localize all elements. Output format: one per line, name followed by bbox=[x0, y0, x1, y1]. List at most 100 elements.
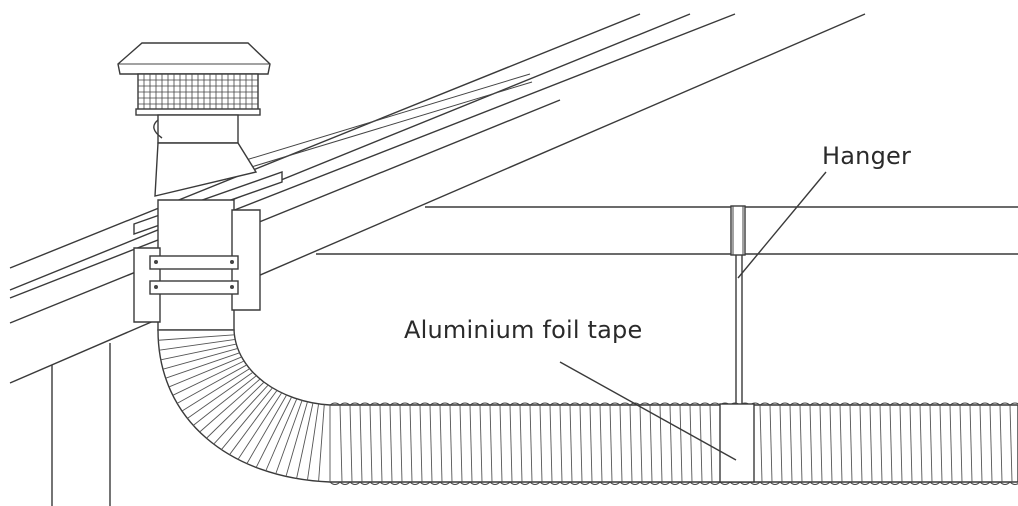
foil-tape-leader-line bbox=[559, 361, 737, 461]
corrugation-rib bbox=[779, 404, 783, 483]
corrugation-rib bbox=[859, 404, 863, 483]
corrugation-rib bbox=[979, 404, 983, 483]
foil-tape-label: Aluminium foil tape bbox=[404, 316, 643, 344]
corrugation-rib bbox=[919, 404, 923, 483]
corrugation-rib bbox=[989, 404, 993, 483]
corrugation-rib bbox=[499, 404, 503, 483]
corrugation-rib bbox=[869, 404, 873, 483]
corrugation-rib bbox=[339, 404, 343, 483]
corrugation-rib bbox=[285, 401, 308, 477]
corrugation-rib bbox=[172, 360, 245, 396]
corrugation-rib bbox=[699, 404, 703, 483]
corrugation-rib bbox=[759, 404, 763, 483]
duct bbox=[133, 199, 1018, 485]
leader-lines bbox=[559, 171, 827, 461]
corrugation-rib bbox=[213, 384, 269, 445]
corrugation-rib bbox=[296, 402, 314, 479]
corrugation-rib bbox=[539, 404, 543, 483]
corrugation-rib bbox=[649, 404, 653, 483]
corrugation-rib bbox=[162, 348, 238, 370]
corrugation-rib bbox=[168, 356, 242, 388]
corrugation-rib bbox=[829, 404, 833, 483]
hanger-label: Hanger bbox=[822, 142, 912, 170]
corrugation-rib bbox=[509, 404, 513, 483]
corrugation-rib bbox=[318, 404, 325, 482]
roof-line-4 bbox=[9, 99, 561, 324]
corrugation-rib bbox=[639, 404, 643, 483]
corrugation-rib bbox=[229, 390, 278, 455]
corrugation-rib bbox=[165, 352, 240, 379]
corrugation-rib bbox=[969, 404, 973, 483]
corrugation-rib bbox=[929, 404, 933, 483]
corrugation-rib bbox=[609, 404, 613, 483]
corrugation-rib bbox=[206, 381, 265, 439]
corrugation-rib bbox=[349, 404, 353, 483]
corrugation-rib bbox=[176, 364, 247, 404]
corrugation-rib bbox=[709, 404, 713, 483]
vent-wire bbox=[153, 119, 163, 139]
corrugation-rib bbox=[399, 404, 403, 483]
corrugation-rib bbox=[669, 404, 673, 483]
corrugation-rib bbox=[769, 404, 773, 483]
vent-cap-top bbox=[117, 42, 271, 75]
corrugation-rib bbox=[889, 404, 893, 483]
corrugation-rib bbox=[959, 404, 963, 483]
corrugation-rib bbox=[379, 404, 383, 483]
corrugation-rib bbox=[306, 403, 320, 481]
corrugation-rib bbox=[439, 404, 443, 483]
wall bbox=[51, 343, 111, 506]
corrugation-rib bbox=[789, 404, 793, 483]
corrugation-rib bbox=[679, 404, 683, 483]
corrugation-rib bbox=[809, 404, 813, 483]
corrugation-rib bbox=[246, 394, 287, 464]
corrugation-rib bbox=[237, 392, 283, 460]
corrugation-rib bbox=[459, 404, 463, 483]
corrugation-rib bbox=[479, 404, 483, 483]
corrugation-rib bbox=[275, 400, 303, 475]
corrugation-rib bbox=[449, 404, 453, 483]
duct-bottom-wave bbox=[329, 481, 1018, 485]
corrugation-rib bbox=[939, 404, 943, 483]
ceiling-joist bbox=[316, 206, 1018, 255]
corrugation-rib bbox=[839, 404, 843, 483]
corrugation-rib bbox=[359, 404, 363, 483]
mount-strap-upper bbox=[149, 255, 239, 270]
corrugation-rib bbox=[221, 387, 273, 450]
foil-tape-band bbox=[719, 403, 755, 483]
roof-line-3 bbox=[9, 13, 736, 299]
corrugation-rib bbox=[519, 404, 523, 483]
corrugation-rib bbox=[999, 404, 1003, 483]
corrugation-rib bbox=[389, 404, 393, 483]
corrugation-rib bbox=[949, 404, 953, 483]
vent-transition bbox=[154, 142, 258, 197]
corrugation-rib bbox=[429, 404, 433, 483]
corrugation-rib bbox=[1009, 404, 1013, 483]
corrugation-rib bbox=[559, 404, 563, 483]
corrugation-rib bbox=[819, 404, 823, 483]
duct-corrugation bbox=[158, 329, 1013, 483]
vent-grille-pattern bbox=[138, 74, 258, 110]
corrugation-rib bbox=[849, 404, 853, 483]
corrugation-rib bbox=[193, 375, 257, 426]
corrugation-rib bbox=[159, 339, 236, 351]
vent-collar bbox=[157, 114, 239, 144]
corrugation-rib bbox=[879, 404, 883, 483]
vent-base-ring bbox=[135, 108, 261, 116]
corrugation-rib bbox=[689, 404, 693, 483]
corrugation-rib bbox=[255, 396, 293, 468]
roof-line-1 bbox=[9, 13, 641, 269]
corrugation-rib bbox=[199, 378, 261, 433]
corrugation-rib bbox=[187, 371, 254, 419]
corrugation-rib bbox=[409, 404, 413, 483]
corrugation-rib bbox=[899, 404, 903, 483]
hanger-clamp bbox=[730, 205, 746, 256]
hanger-leader-line bbox=[737, 171, 827, 279]
corrugation-rib bbox=[569, 404, 573, 483]
corrugation-rib bbox=[469, 404, 473, 483]
corrugation-rib bbox=[369, 404, 373, 483]
mount-plate-right bbox=[231, 209, 261, 311]
mount-strap-lower bbox=[149, 280, 239, 295]
corrugation-rib bbox=[549, 404, 553, 483]
corrugation-rib bbox=[589, 404, 593, 483]
